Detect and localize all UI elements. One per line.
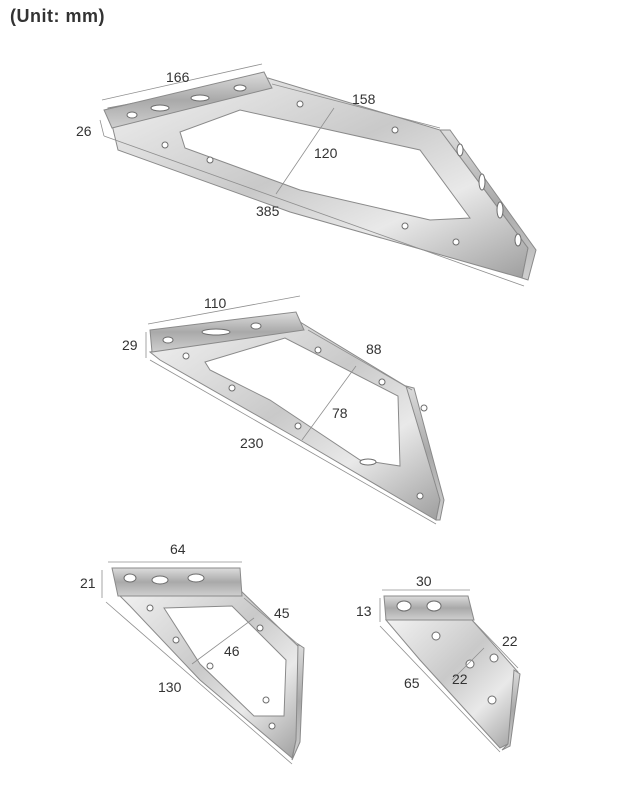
hole bbox=[201, 328, 231, 336]
dim-label-top: 110 bbox=[204, 295, 227, 311]
hole bbox=[489, 653, 499, 663]
hole bbox=[123, 573, 137, 583]
hole bbox=[146, 604, 154, 612]
dim-line-bottom bbox=[379, 625, 501, 753]
bracket-large-right-flange bbox=[439, 129, 537, 281]
hole bbox=[378, 378, 386, 386]
hole bbox=[172, 636, 180, 644]
hole bbox=[396, 600, 412, 612]
hole bbox=[391, 126, 399, 134]
dim-label-bottom: 130 bbox=[158, 679, 182, 695]
dim-line-inner bbox=[451, 647, 485, 681]
dim-line-upper-right bbox=[307, 329, 413, 391]
hole bbox=[151, 575, 169, 585]
dim-label-upper-right: 158 bbox=[352, 91, 376, 107]
hole bbox=[514, 233, 522, 247]
hole bbox=[420, 404, 428, 412]
dim-line-top bbox=[101, 63, 263, 101]
bracket-small-body bbox=[118, 589, 301, 759]
hole bbox=[478, 173, 486, 191]
dim-label-height: 13 bbox=[356, 603, 372, 619]
dim-label-inner: 46 bbox=[224, 643, 240, 659]
bracket-mini-right-flange bbox=[501, 669, 521, 751]
hole bbox=[187, 573, 205, 583]
dim-label-height: 29 bbox=[122, 337, 138, 353]
dim-label-bottom: 230 bbox=[240, 435, 264, 451]
hole bbox=[426, 600, 442, 612]
hole bbox=[150, 104, 170, 112]
bracket-mini: 30 22 13 22 65 bbox=[356, 573, 521, 753]
hole bbox=[456, 143, 464, 157]
dim-line-inner bbox=[191, 617, 255, 665]
hole bbox=[228, 384, 236, 392]
dim-label-upper-right: 22 bbox=[502, 633, 518, 649]
hole bbox=[465, 659, 475, 669]
dim-label-upper-right: 45 bbox=[274, 605, 290, 621]
hole bbox=[206, 662, 214, 670]
bracket-medium-right-flange bbox=[405, 385, 445, 521]
dim-line-bottom bbox=[105, 601, 293, 765]
hole bbox=[268, 722, 276, 730]
dim-label-top: 30 bbox=[416, 573, 432, 589]
hole bbox=[314, 346, 322, 354]
hole bbox=[126, 111, 138, 119]
hole bbox=[206, 156, 214, 164]
hole bbox=[452, 238, 460, 246]
dim-label-inner: 120 bbox=[314, 145, 338, 161]
hole bbox=[294, 422, 302, 430]
bracket-small-right-flange bbox=[291, 643, 305, 761]
hole bbox=[262, 696, 270, 704]
hole bbox=[256, 624, 264, 632]
hole bbox=[487, 695, 497, 705]
dim-line-upper-right bbox=[243, 597, 301, 647]
dim-line-inner bbox=[275, 107, 335, 195]
hole bbox=[182, 352, 190, 360]
dim-label-top: 64 bbox=[170, 541, 186, 557]
dim-label-bottom: 385 bbox=[256, 203, 280, 219]
bracket-small: 64 45 21 46 130 bbox=[80, 541, 305, 765]
hole bbox=[233, 84, 247, 92]
bracket-large-top-flange bbox=[103, 71, 273, 129]
dim-label-inner: 22 bbox=[452, 671, 468, 687]
bracket-small-top-flange bbox=[111, 567, 243, 597]
dim-line-bottom bbox=[103, 135, 525, 287]
hole bbox=[496, 201, 504, 219]
dim-label-height: 26 bbox=[76, 123, 92, 139]
hole bbox=[190, 94, 210, 102]
dim-label-height: 21 bbox=[80, 575, 96, 591]
dim-label-inner: 78 bbox=[332, 405, 348, 421]
dim-line-inner bbox=[301, 365, 357, 441]
dim-line-upper-right bbox=[271, 83, 441, 129]
dim-label-upper-right: 88 bbox=[366, 341, 382, 357]
dim-line-bottom bbox=[149, 359, 437, 525]
hole bbox=[250, 322, 262, 330]
unit-label: (Unit: mm) bbox=[10, 6, 105, 26]
bracket-medium: 110 88 29 78 230 bbox=[122, 295, 445, 525]
hole bbox=[296, 100, 304, 108]
hole bbox=[162, 336, 174, 344]
hole bbox=[401, 222, 409, 230]
dim-line-upper-right bbox=[473, 621, 519, 669]
hole bbox=[359, 458, 377, 466]
dim-line-top bbox=[147, 295, 301, 325]
bracket-large: 166 158 26 120 385 bbox=[76, 63, 537, 287]
hole bbox=[161, 141, 169, 149]
hole bbox=[431, 631, 441, 641]
bracket-medium-body bbox=[148, 321, 441, 521]
dim-label-bottom: 65 bbox=[404, 675, 420, 691]
dim-label-top: 166 bbox=[166, 69, 190, 85]
dim-line-height bbox=[99, 119, 105, 137]
hole bbox=[416, 492, 424, 500]
